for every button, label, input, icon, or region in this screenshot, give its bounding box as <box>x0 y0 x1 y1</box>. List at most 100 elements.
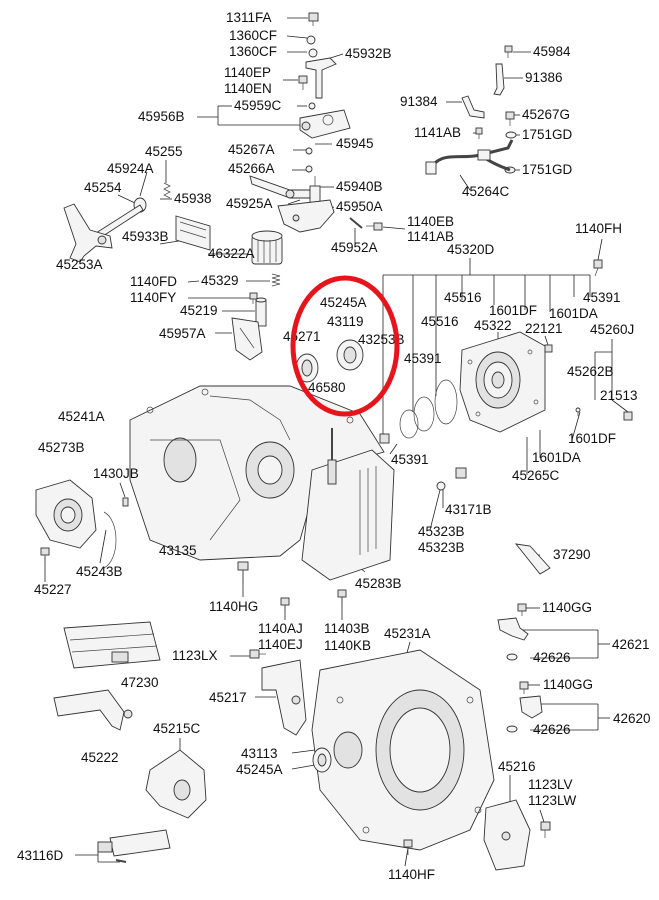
oil-pump-icon <box>459 331 546 433</box>
part-number-label: 45231A <box>384 626 431 641</box>
part-number-label: 45940B <box>336 179 383 194</box>
washer-icon <box>306 35 318 58</box>
bolt-icon <box>280 597 290 612</box>
part-number-label: 1123LV <box>528 777 573 792</box>
plug-icon <box>575 407 633 421</box>
part-number-label: 91384 <box>400 94 438 109</box>
parts-drawings <box>35 12 633 871</box>
part-number-label: 45243B <box>76 564 123 579</box>
part-number-label: 42620 <box>613 711 651 726</box>
oil-pipe-icon <box>425 139 514 175</box>
bushing-icon <box>379 433 390 444</box>
inhibitor-switch-icon <box>299 109 351 139</box>
part-number-label: 45283B <box>355 576 402 591</box>
part-number-label: 45253A <box>56 257 103 272</box>
part-number-label: 45938 <box>174 191 212 206</box>
oring-icon <box>504 131 517 174</box>
leader-lines <box>44 17 629 867</box>
bolt-icon <box>403 839 413 855</box>
part-number-label: 45950A <box>336 199 383 214</box>
part-number-label: 1601DF <box>568 431 616 446</box>
oil-strainer-icon <box>63 621 161 669</box>
part-number-label: 1140FY <box>130 290 176 305</box>
plug-icon <box>544 344 553 353</box>
part-number-label: 45945 <box>336 136 374 151</box>
part-number-label: 1140GG <box>543 677 593 692</box>
part-number-label: 47230 <box>121 675 159 690</box>
part-number-label: 45391 <box>391 452 429 467</box>
drain-plug-icon <box>436 467 467 491</box>
part-number-label: 22121 <box>525 321 563 336</box>
bolt-icon <box>504 45 513 58</box>
part-number-label: 91386 <box>525 70 563 85</box>
part-number-label: 43135 <box>159 543 197 558</box>
part-number-label: 45323B <box>418 524 465 539</box>
part-number-label: 43113 <box>241 746 278 761</box>
part-number-label: 1140EP <box>224 65 271 80</box>
bracket-icon <box>261 659 307 736</box>
part-number-label: 43253B <box>358 332 405 347</box>
thrust-bearing-icon <box>399 379 458 439</box>
side-cover-icon <box>35 479 97 549</box>
part-number-label: 1140EN <box>224 81 272 96</box>
detent-plate-icon <box>277 199 335 233</box>
bolt-icon <box>505 111 515 126</box>
part-number-label: 1140FD <box>130 274 177 289</box>
part-number-label: 43116D <box>17 848 64 863</box>
part-number-label: 45984 <box>533 44 571 59</box>
part-number-label: 42621 <box>612 637 650 652</box>
part-number-label: 43119 <box>327 314 364 329</box>
bolt-icon <box>249 292 258 304</box>
part-number-label: 45925A <box>226 196 273 211</box>
pin-icon <box>305 147 313 173</box>
bracket-icon <box>53 689 133 731</box>
part-number-label: 1141AB <box>414 125 461 140</box>
part-number-label: 45262B <box>567 364 614 379</box>
bracket-icon <box>514 543 551 575</box>
part-number-label: 1601DA <box>532 450 581 465</box>
transaxle-case-icon <box>129 385 385 561</box>
part-number-label: 1123LW <box>528 793 577 808</box>
part-number-label: 45265C <box>512 468 560 483</box>
part-number-label: 1140HF <box>388 867 435 882</box>
part-number-label: 43171B <box>445 502 492 517</box>
part-number-label: 1140FH <box>575 221 622 236</box>
bolt-icon <box>540 821 551 838</box>
part-number-label: 45245A <box>236 762 283 777</box>
part-number-label: 45227 <box>34 582 72 597</box>
sealant-tube-icon <box>97 829 171 863</box>
part-number-label: 45516 <box>421 314 459 329</box>
part-number-label: 45216 <box>498 759 536 774</box>
part-number-label: 45219 <box>180 303 218 318</box>
manual-lever-icon <box>249 175 311 199</box>
part-number-label: 45323B <box>418 540 465 555</box>
part-number-label: 42626 <box>533 722 571 737</box>
bolt-icon <box>40 547 50 562</box>
washer-icon <box>308 102 316 110</box>
part-number-label: 1360CF <box>229 28 277 43</box>
pin-icon <box>122 497 129 507</box>
part-number-label: 1141AB <box>407 229 454 244</box>
bolt-icon <box>475 127 483 139</box>
part-number-label: 45957A <box>159 326 206 341</box>
part-number-label: 45264C <box>462 184 510 199</box>
part-number-label: 1601DA <box>549 306 598 321</box>
speed-sensor-icon <box>506 695 543 733</box>
part-number-label: 45391 <box>404 351 442 366</box>
part-number-label: 1140EJ <box>258 637 303 652</box>
part-number-label: 45217 <box>209 690 247 705</box>
bracket-icon <box>493 63 505 96</box>
spring-icon <box>271 273 281 287</box>
bracket-icon <box>483 799 531 871</box>
part-number-label: 1751GD <box>522 127 573 142</box>
part-number-label: 45215C <box>153 721 201 736</box>
part-number-label: 1430JB <box>93 466 139 481</box>
bracket-icon <box>231 317 263 361</box>
part-number-label: 45322 <box>474 318 512 333</box>
part-number-label: 45255 <box>145 144 183 159</box>
bolt-icon <box>366 222 383 231</box>
part-number-label: 11403B <box>324 621 370 636</box>
part-number-label: 1140AJ <box>258 621 303 636</box>
bolt-icon <box>237 561 249 584</box>
